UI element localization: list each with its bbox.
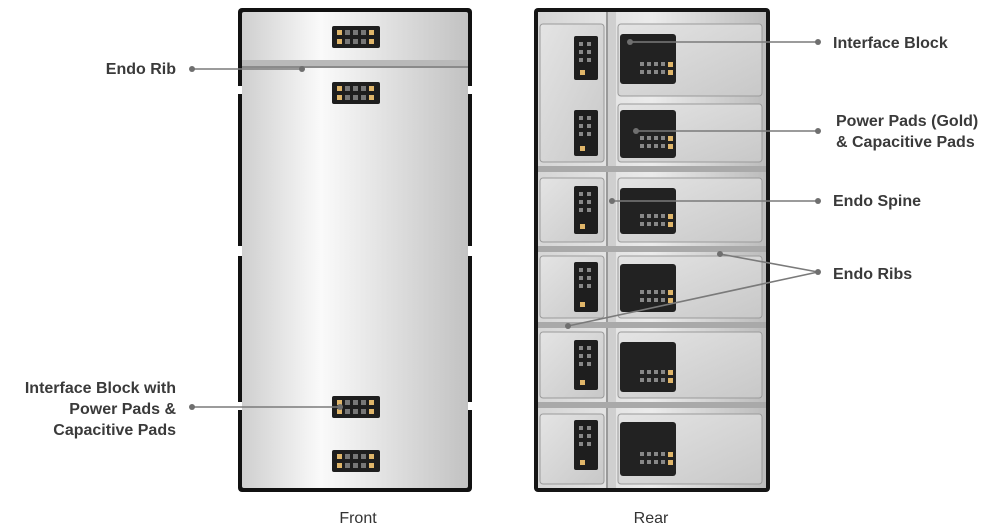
callout-labels: Endo Rib Interface Block with Power Pads… [25,35,978,527]
label-interface-block-with-line3: Capacitive Pads [53,422,176,439]
label-interface-block-with-line1: Interface Block with [25,380,176,397]
label-endo-ribs: Endo Ribs [833,266,912,283]
rear-endo-rib-1 [538,166,766,172]
rear-view [534,8,770,492]
front-endo-rib [242,60,468,66]
front-connector-1 [332,26,380,48]
label-power-pads-line1: Power Pads (Gold) [836,113,978,130]
front-connector-2 [332,82,380,104]
front-connector-3 [332,396,380,418]
label-interface-block: Interface Block [833,35,948,52]
front-connector-4 [332,450,380,472]
front-panel [242,12,468,488]
rear-endo-rib-4 [538,402,766,408]
front-view [238,8,472,492]
caption-rear: Rear [634,510,669,527]
label-interface-block-with-line2: Power Pads & [69,401,176,418]
rear-endo-rib-2 [538,246,766,252]
label-power-pads-line2: & Capacitive Pads [836,134,975,151]
leader-lines [189,39,821,410]
leader-endo-ribs-1 [719,253,819,273]
rear-interface-blocks [620,34,676,476]
rear-endo-rib-3 [538,322,766,328]
label-endo-spine: Endo Spine [833,193,921,210]
label-endo-rib: Endo Rib [106,61,176,78]
leader-endo-ribs-2 [567,271,819,327]
caption-front: Front [339,510,377,527]
rear-vertical-connectors [574,36,598,470]
